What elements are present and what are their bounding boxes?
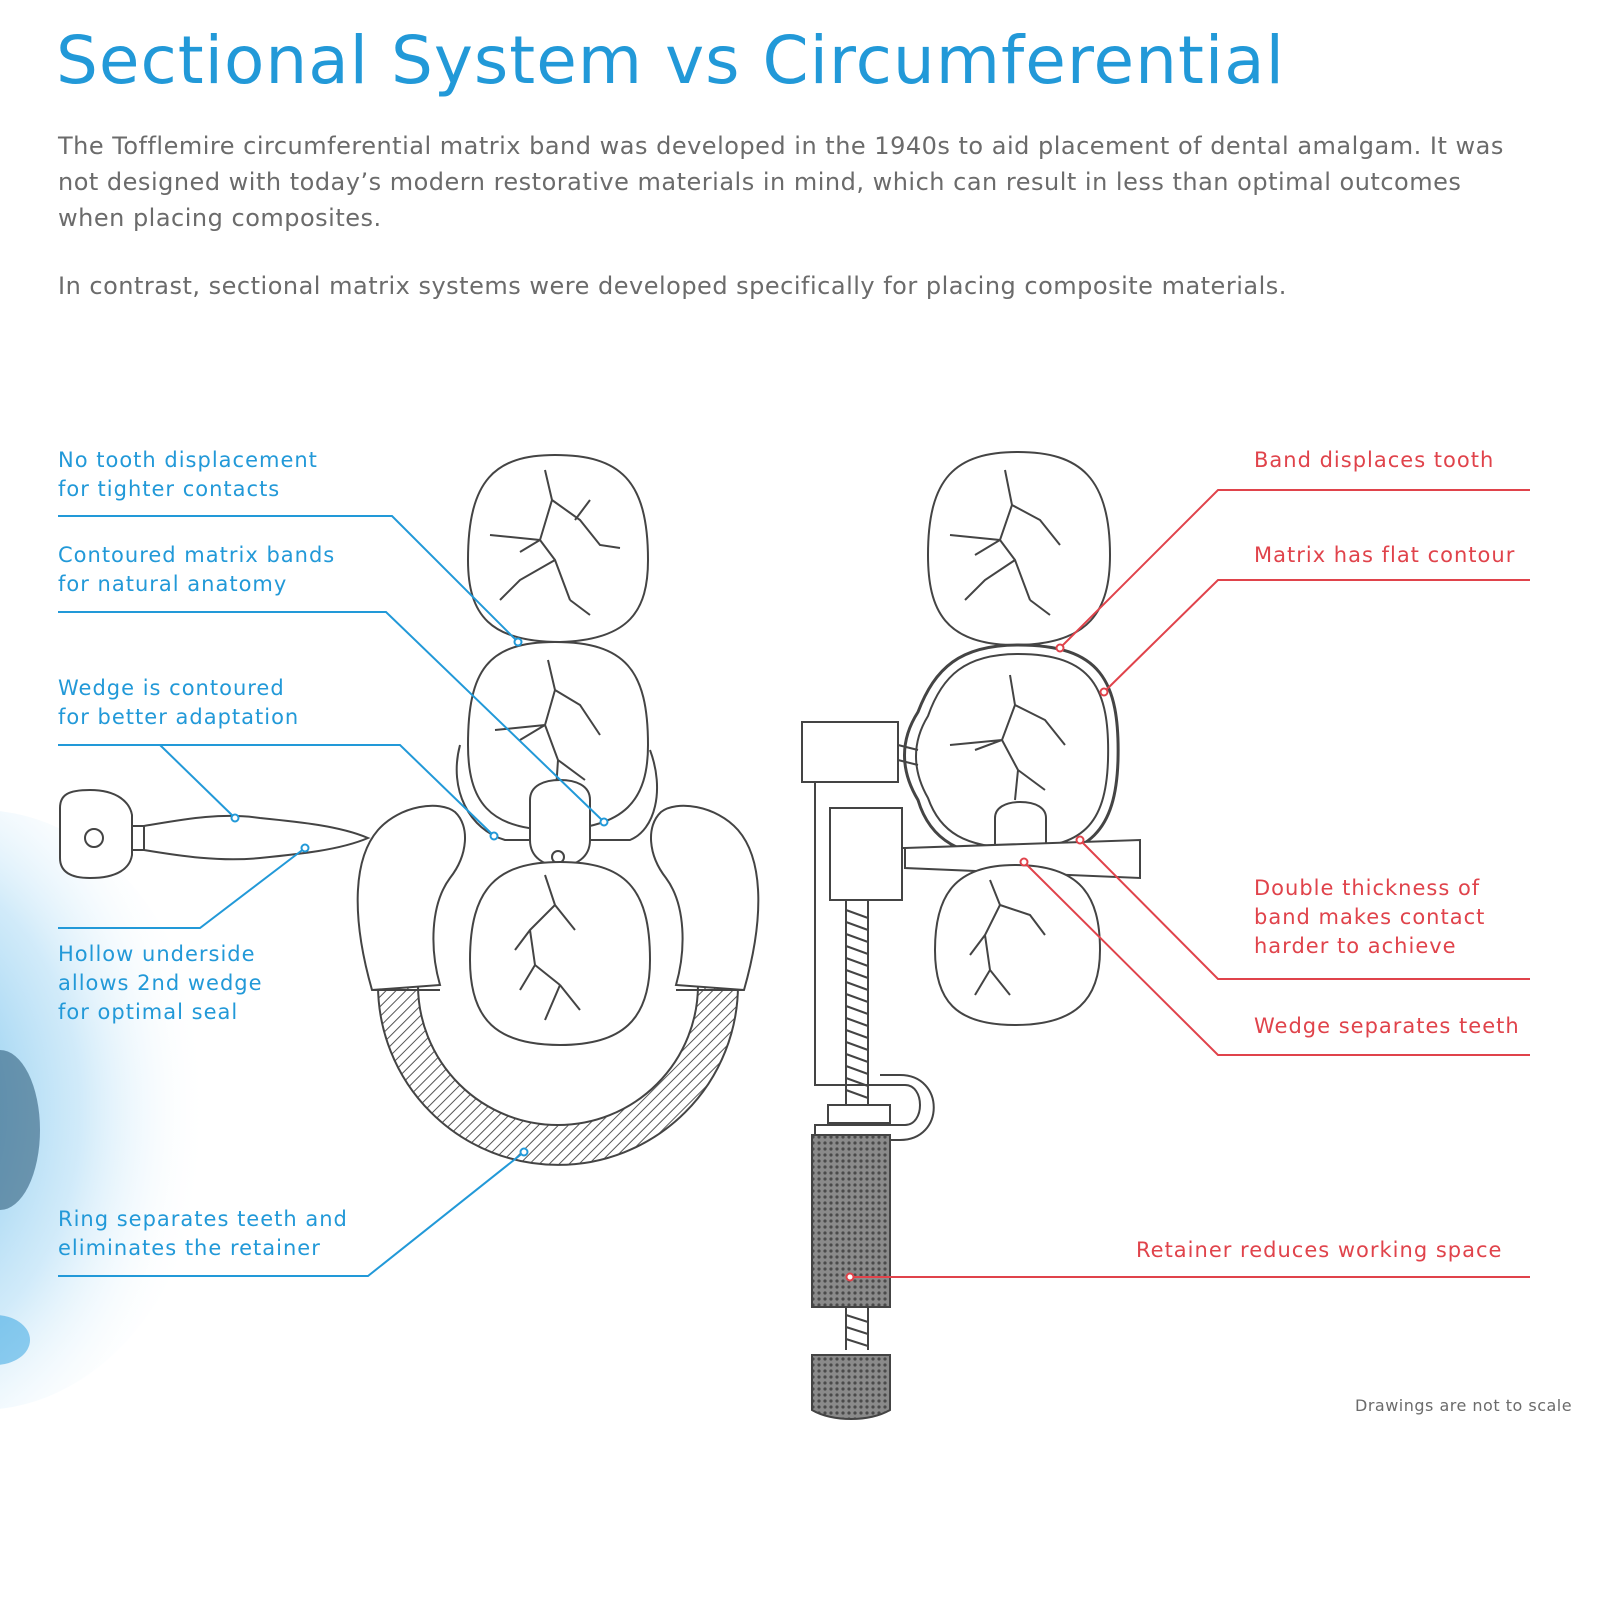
sectional-leaders [58, 515, 609, 1277]
wedge-tool [59, 788, 371, 880]
ring-tine-left [356, 804, 467, 992]
label-no-tooth-displacement: No tooth displacement for tighter contac… [58, 448, 318, 501]
label-wedge-contoured: Wedge is contoured for better adaptation [58, 676, 300, 729]
contoured-matrix-band [455, 744, 658, 841]
circumferential-drawing [801, 450, 1141, 1420]
intro-paragraph: The Tofflemire circumferential matrix ba… [58, 132, 1504, 232]
ring-tine-right [649, 804, 760, 992]
circ-lower-tooth [933, 863, 1102, 1027]
label-contoured-matrix-bands: Contoured matrix bands for natural anato… [58, 543, 336, 596]
label-band-displaces-tooth: Band displaces tooth [1254, 448, 1495, 472]
decorative-blue-swirl [0, 811, 210, 1409]
tofflemire-retainer [801, 721, 935, 1420]
retainer-knob [811, 1354, 891, 1420]
circumferential-leaders [845, 489, 1530, 1282]
label-matrix-flat-contour: Matrix has flat contour [1254, 543, 1516, 567]
middle-tooth [466, 640, 650, 832]
label-hollow-underside: Hollow underside allows 2nd wedge for op… [58, 942, 263, 1024]
page-title: Sectional System vs Circumferential [56, 22, 1285, 99]
circ-upper-tooth [926, 450, 1112, 647]
label-retainer-working-space: Retainer reduces working space [1136, 1238, 1503, 1262]
label-ring-separates-teeth: Ring separates teeth and eliminates the … [58, 1207, 348, 1260]
label-double-thickness: Double thickness of band makes contact h… [1254, 876, 1486, 958]
upper-tooth [466, 453, 650, 644]
sectional-wedge [529, 778, 591, 868]
contrast-paragraph: In contrast, sectional matrix systems we… [58, 272, 1287, 300]
label-wedge-separates-teeth: Wedge separates teeth [1254, 1014, 1520, 1038]
sectional-system-drawing [59, 453, 760, 1166]
footnote-not-to-scale: Drawings are not to scale [1355, 1396, 1573, 1415]
circ-wedge [994, 800, 1047, 846]
lower-tooth [468, 860, 652, 1047]
separator-ring [376, 984, 740, 1166]
